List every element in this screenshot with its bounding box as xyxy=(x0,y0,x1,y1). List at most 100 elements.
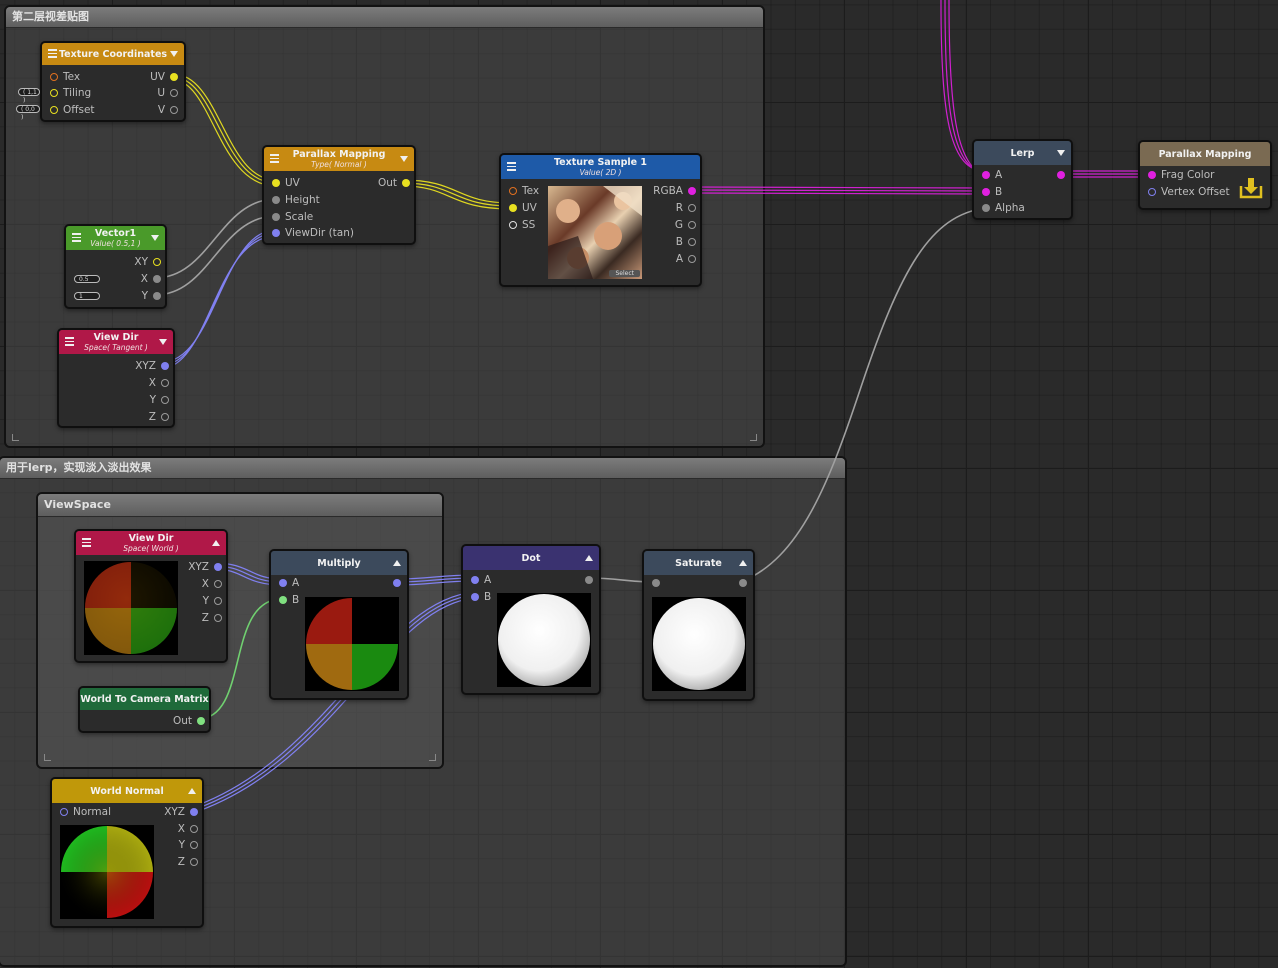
port-frag-color-in[interactable]: Frag Color xyxy=(1148,168,1214,182)
texture-sample-node[interactable]: Texture Sample 1 Value( 2D ) Tex UV SS S… xyxy=(499,153,702,287)
port-x-out[interactable]: X xyxy=(149,376,169,390)
port-y-out[interactable]: Y xyxy=(179,838,198,852)
multiply-node[interactable]: Multiply A B xyxy=(269,549,409,700)
port-dot-icon[interactable] xyxy=(982,171,990,179)
port-dot-icon[interactable] xyxy=(190,808,198,816)
port-dot-icon[interactable] xyxy=(688,187,696,195)
port-a-out[interactable]: A xyxy=(676,252,696,266)
world-to-camera-matrix-node[interactable]: World To Camera Matrix Out xyxy=(78,686,211,733)
view-dir-tangent-node[interactable]: View Dir Space( Tangent ) XYZ X Y Z xyxy=(57,328,175,428)
port-dot-icon[interactable] xyxy=(272,229,280,237)
port-dot-icon[interactable] xyxy=(161,396,169,404)
multiply-header[interactable]: Multiply xyxy=(271,551,407,575)
vector1-node[interactable]: Vector1 Value( 0.5,1 ) XY X Y 0.5 1 xyxy=(64,224,167,309)
texture-coordinates-node[interactable]: Texture Coordinates Tex Tiling Offset UV… xyxy=(40,41,186,122)
tiling-value-field[interactable]: ( 1,1 ) xyxy=(18,88,40,104)
collapse-arrow-icon[interactable] xyxy=(188,788,196,794)
port-dot-icon[interactable] xyxy=(688,238,696,246)
port-z-out[interactable]: Z xyxy=(149,410,169,424)
dot-header[interactable]: Dot xyxy=(463,546,599,570)
port-uv-out[interactable]: UV xyxy=(150,70,178,84)
vector1-header[interactable]: Vector1 Value( 0.5,1 ) xyxy=(66,226,165,250)
port-a-in[interactable]: A xyxy=(279,576,299,590)
port-dot-icon[interactable] xyxy=(190,841,198,849)
lerp-node[interactable]: Lerp A B Alpha xyxy=(972,139,1073,220)
port-g-out[interactable]: G xyxy=(675,218,696,232)
port-dot-icon[interactable] xyxy=(509,204,517,212)
port-dot-icon[interactable] xyxy=(170,73,178,81)
port-dot-icon[interactable] xyxy=(153,258,161,266)
texture-sample-header[interactable]: Texture Sample 1 Value( 2D ) xyxy=(501,155,700,179)
select-texture-button[interactable]: Select xyxy=(609,270,640,277)
collapse-arrow-icon[interactable] xyxy=(739,560,747,566)
port-b-in[interactable]: B xyxy=(982,185,1002,199)
port-r-out[interactable]: R xyxy=(676,201,696,215)
port-viewdir-in[interactable]: ViewDir (tan) xyxy=(272,226,354,240)
texture-coordinates-header[interactable]: Texture Coordinates xyxy=(42,43,184,65)
port-dot-icon[interactable] xyxy=(688,255,696,263)
port-dot-icon[interactable] xyxy=(153,292,161,300)
output-node[interactable]: Parallax Mapping Frag Color Vertex Offse… xyxy=(1138,140,1272,210)
port-xy-out[interactable]: XY xyxy=(134,255,161,269)
port-z-out[interactable]: Z xyxy=(202,611,222,625)
port-z-out[interactable]: Z xyxy=(178,855,198,869)
port-dot-icon[interactable] xyxy=(190,825,198,833)
x-value-field[interactable]: 0.5 xyxy=(74,275,100,283)
port-v-out[interactable]: V xyxy=(158,103,178,117)
port-dot-icon[interactable] xyxy=(471,593,479,601)
port-dot-icon[interactable] xyxy=(161,362,169,370)
port-dot-icon[interactable] xyxy=(272,213,280,221)
port-dot-icon[interactable] xyxy=(279,579,287,587)
parallax-mapping-header[interactable]: Parallax Mapping Type( Normal ) xyxy=(264,147,414,171)
port-dot-icon[interactable] xyxy=(272,196,280,204)
dropdown-arrow-icon[interactable] xyxy=(170,51,178,57)
port-dot-icon[interactable] xyxy=(197,717,205,725)
port-dot-icon[interactable] xyxy=(402,179,410,187)
view-dir-world-header[interactable]: View Dir Space( World ) xyxy=(76,531,226,555)
port-dot-icon[interactable] xyxy=(161,379,169,387)
port-dot-icon[interactable] xyxy=(279,596,287,604)
port-dot-icon[interactable] xyxy=(50,89,58,97)
menu-icon[interactable] xyxy=(65,337,74,347)
port-xyz-out[interactable]: XYZ xyxy=(135,359,169,373)
port-out-icon[interactable] xyxy=(739,579,747,587)
view-dir-tangent-header[interactable]: View Dir Space( Tangent ) xyxy=(59,330,173,354)
port-dot-icon[interactable] xyxy=(982,204,990,212)
port-tex-in[interactable]: Tex xyxy=(509,184,539,198)
port-dot-icon[interactable] xyxy=(1148,188,1156,196)
port-dot-icon[interactable] xyxy=(214,580,222,588)
port-in-icon[interactable] xyxy=(652,579,660,587)
world-to-camera-header[interactable]: World To Camera Matrix xyxy=(80,688,209,710)
port-tex[interactable]: Tex xyxy=(50,70,80,84)
lerp-header[interactable]: Lerp xyxy=(974,141,1071,165)
y-value-field[interactable]: 1 xyxy=(74,292,100,300)
port-xyz-out[interactable]: XYZ xyxy=(164,805,198,819)
port-vertex-offset-in[interactable]: Vertex Offset xyxy=(1148,185,1230,199)
dot-node[interactable]: Dot A B xyxy=(461,544,601,695)
menu-icon[interactable] xyxy=(82,538,91,548)
port-dot-icon[interactable] xyxy=(509,221,517,229)
port-dot-icon[interactable] xyxy=(214,614,222,622)
port-height-in[interactable]: Height xyxy=(272,193,320,207)
port-dot-icon[interactable] xyxy=(50,106,58,114)
saturate-header[interactable]: Saturate xyxy=(644,551,753,575)
menu-icon[interactable] xyxy=(72,233,81,243)
saturate-node[interactable]: Saturate xyxy=(642,549,755,701)
collapse-arrow-icon[interactable] xyxy=(393,560,401,566)
port-out-icon[interactable] xyxy=(1057,171,1065,179)
port-dot-icon[interactable] xyxy=(50,73,58,81)
port-out-icon[interactable] xyxy=(393,579,401,587)
collapse-arrow-icon[interactable] xyxy=(585,555,593,561)
port-dot-icon[interactable] xyxy=(60,808,68,816)
port-dot-icon[interactable] xyxy=(170,89,178,97)
port-dot-icon[interactable] xyxy=(688,204,696,212)
menu-icon[interactable] xyxy=(507,162,516,172)
port-b-in[interactable]: B xyxy=(471,590,491,604)
port-dot-icon[interactable] xyxy=(190,858,198,866)
port-xyz-out[interactable]: XYZ xyxy=(188,560,222,574)
output-header[interactable]: Parallax Mapping xyxy=(1140,142,1270,166)
port-scale-in[interactable]: Scale xyxy=(272,210,313,224)
frame-resize-handle[interactable] xyxy=(429,754,436,761)
parallax-mapping-node[interactable]: Parallax Mapping Type( Normal ) UV Heigh… xyxy=(262,145,416,245)
port-b-in[interactable]: B xyxy=(279,593,299,607)
